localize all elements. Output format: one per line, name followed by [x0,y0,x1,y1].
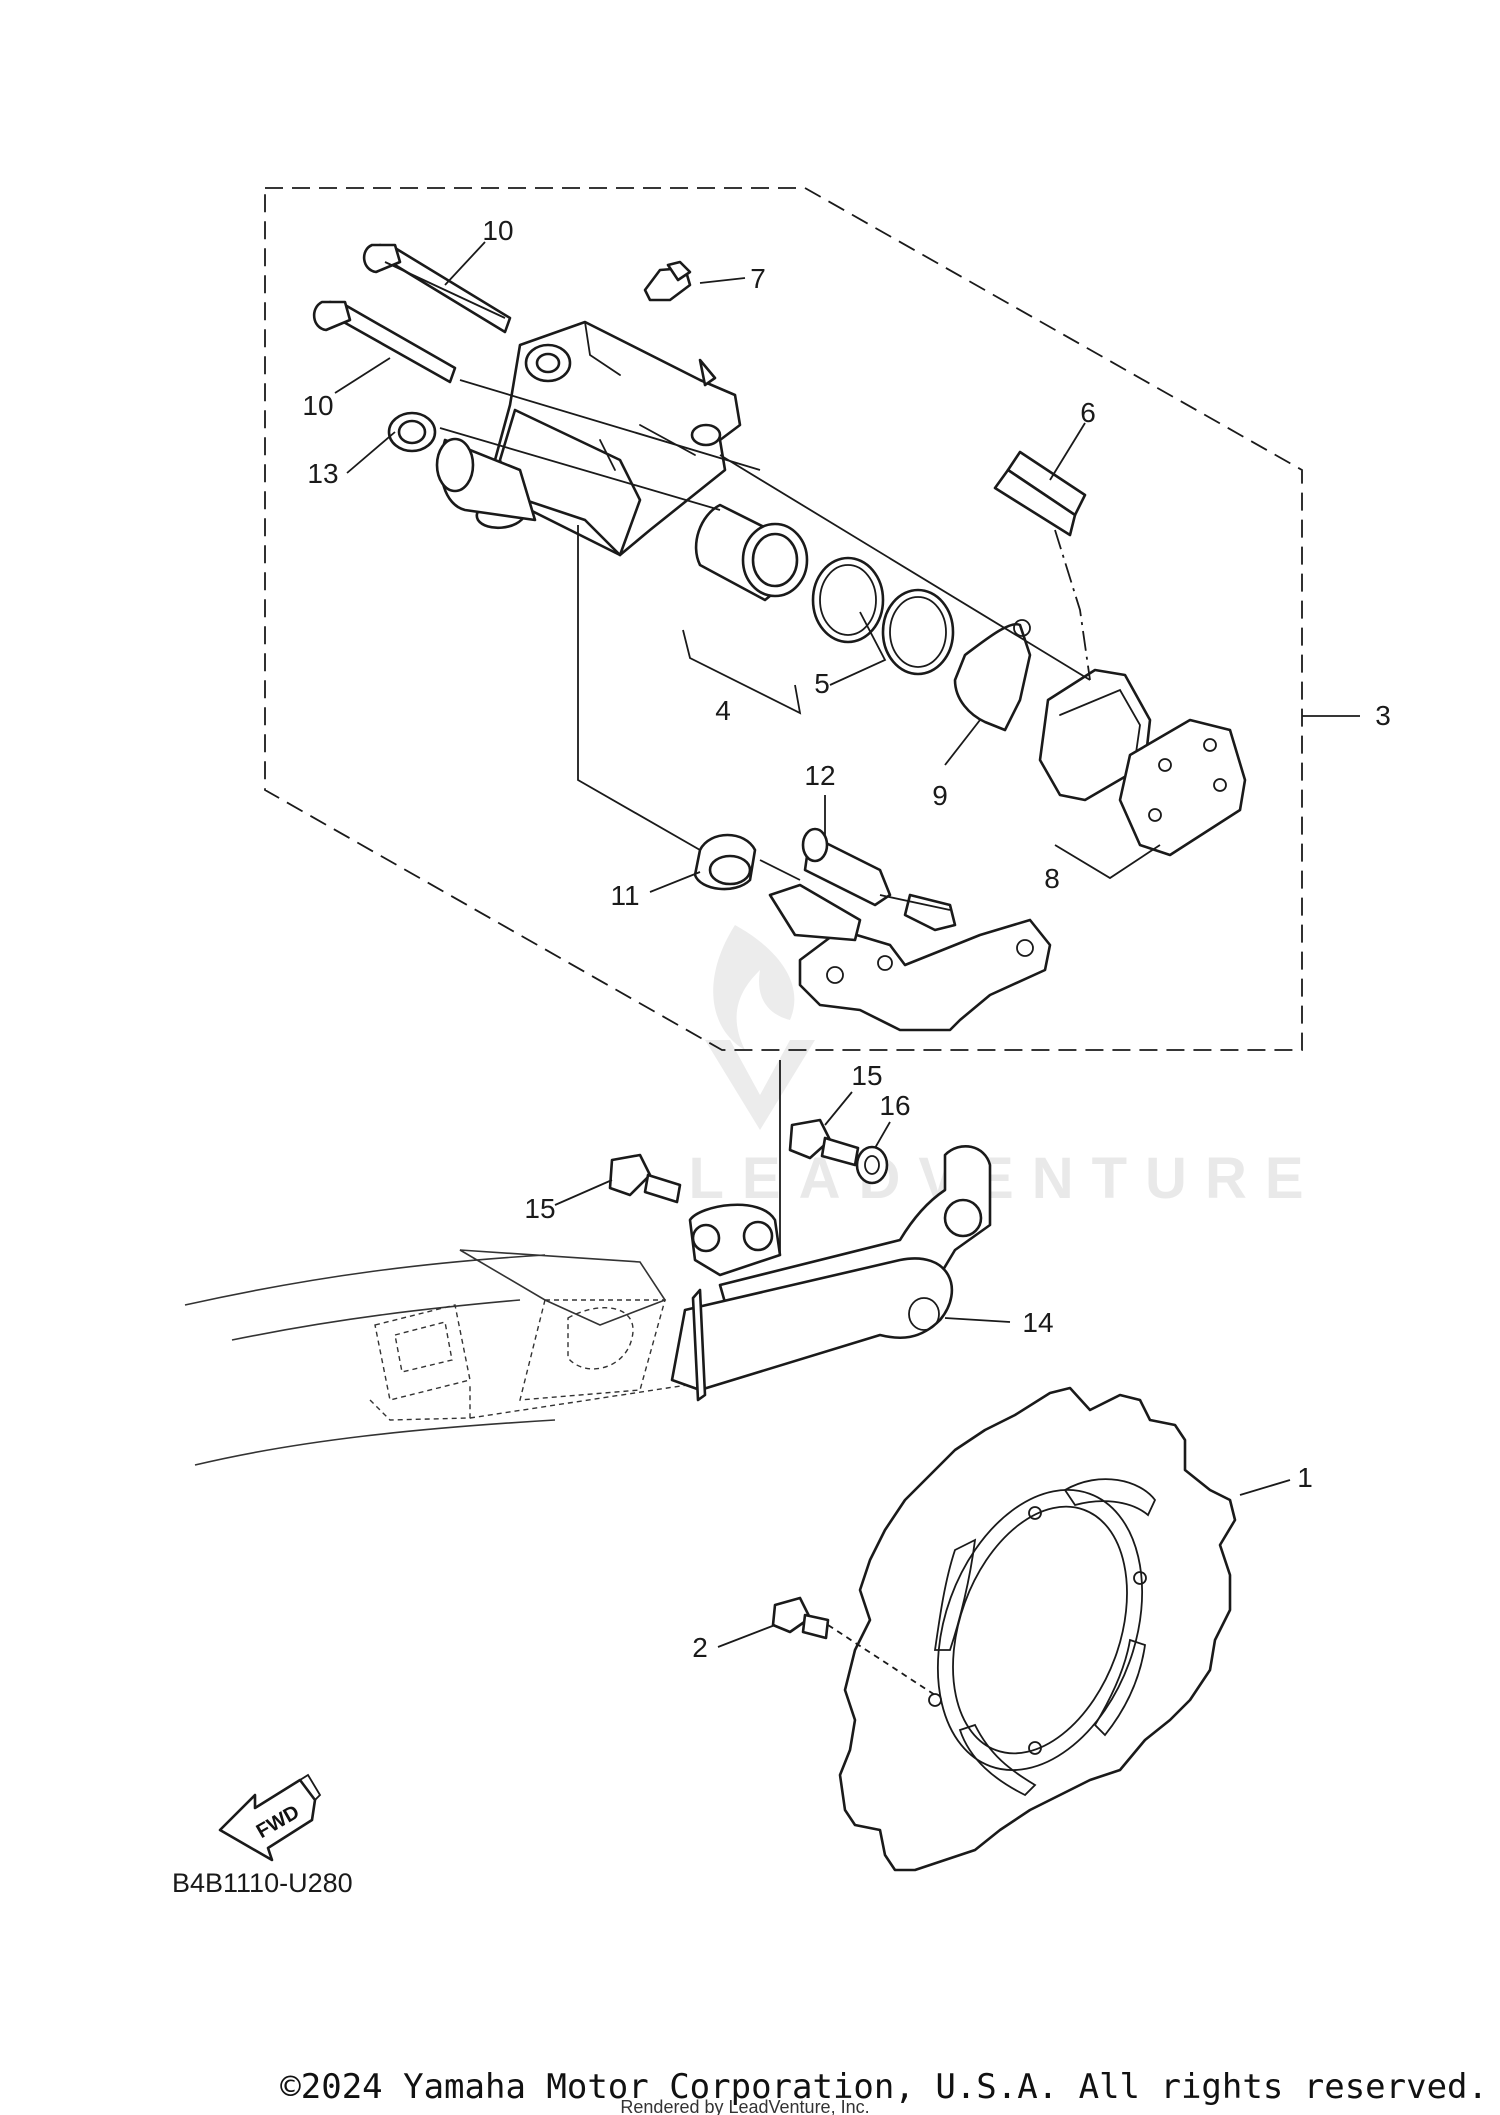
rendered-by-notice: Rendered by LeadVenture, Inc. [620,2097,869,2115]
bolt-upper [788,1118,860,1167]
brake-disc [838,1386,1237,1872]
label-10b: 10 [302,390,333,421]
copyright-notice: ©2024 Yamaha Motor Corporation, U.S.A. A… [280,2067,1488,2107]
label-3: 3 [1375,700,1391,731]
caliper-sleeve [435,437,537,522]
diagram-code: B4B1110-U280 [172,1868,353,1898]
forward-arrow-icon: FWD [218,1773,322,1862]
pad-shim [953,619,1032,732]
piston [694,503,809,602]
label-12: 12 [804,760,835,791]
label-11: 11 [610,880,639,911]
leader-lines [334,241,1360,1648]
label-8: 8 [1044,863,1060,894]
washer [855,1145,889,1185]
label-15b: 15 [524,1193,555,1224]
label-4: 4 [715,695,731,726]
swingarm-outline [184,1249,721,1466]
guide-pin-lower [312,300,457,384]
assembly-center-lines [384,261,1091,1696]
bolt-lower [608,1153,682,1204]
watermark: LEADVENTURE [688,925,1321,1211]
label-14: 14 [1022,1307,1053,1338]
caliper-bracket [768,883,1052,1032]
caliper-assembly-boundary [264,187,1303,1051]
label-7: 7 [750,263,766,294]
label-5: 5 [814,668,830,699]
bleed-screw [643,260,692,302]
label-1: 1 [1297,1462,1313,1493]
label-13: 13 [307,458,338,489]
label-2: 2 [692,1632,708,1663]
caliper-bracket-mount [670,1145,992,1402]
watermark-text: LEADVENTURE [688,1146,1321,1211]
brake-pad-outer [1118,718,1247,857]
label-6: 6 [1080,397,1096,428]
label-9: 9 [932,780,948,811]
part-labels: 1 2 3 4 5 6 7 8 9 10 10 11 12 13 14 15 1… [302,215,1390,1663]
disc-screw [771,1596,830,1640]
caliper-body [475,320,742,557]
caliper-pin [801,827,892,907]
bushing [693,833,757,891]
label-10a: 10 [482,215,513,246]
boot [387,411,437,453]
label-16: 16 [879,1090,910,1121]
label-15a: 15 [851,1060,882,1091]
pad-spring [993,450,1087,537]
guide-pin-upper [362,243,512,334]
